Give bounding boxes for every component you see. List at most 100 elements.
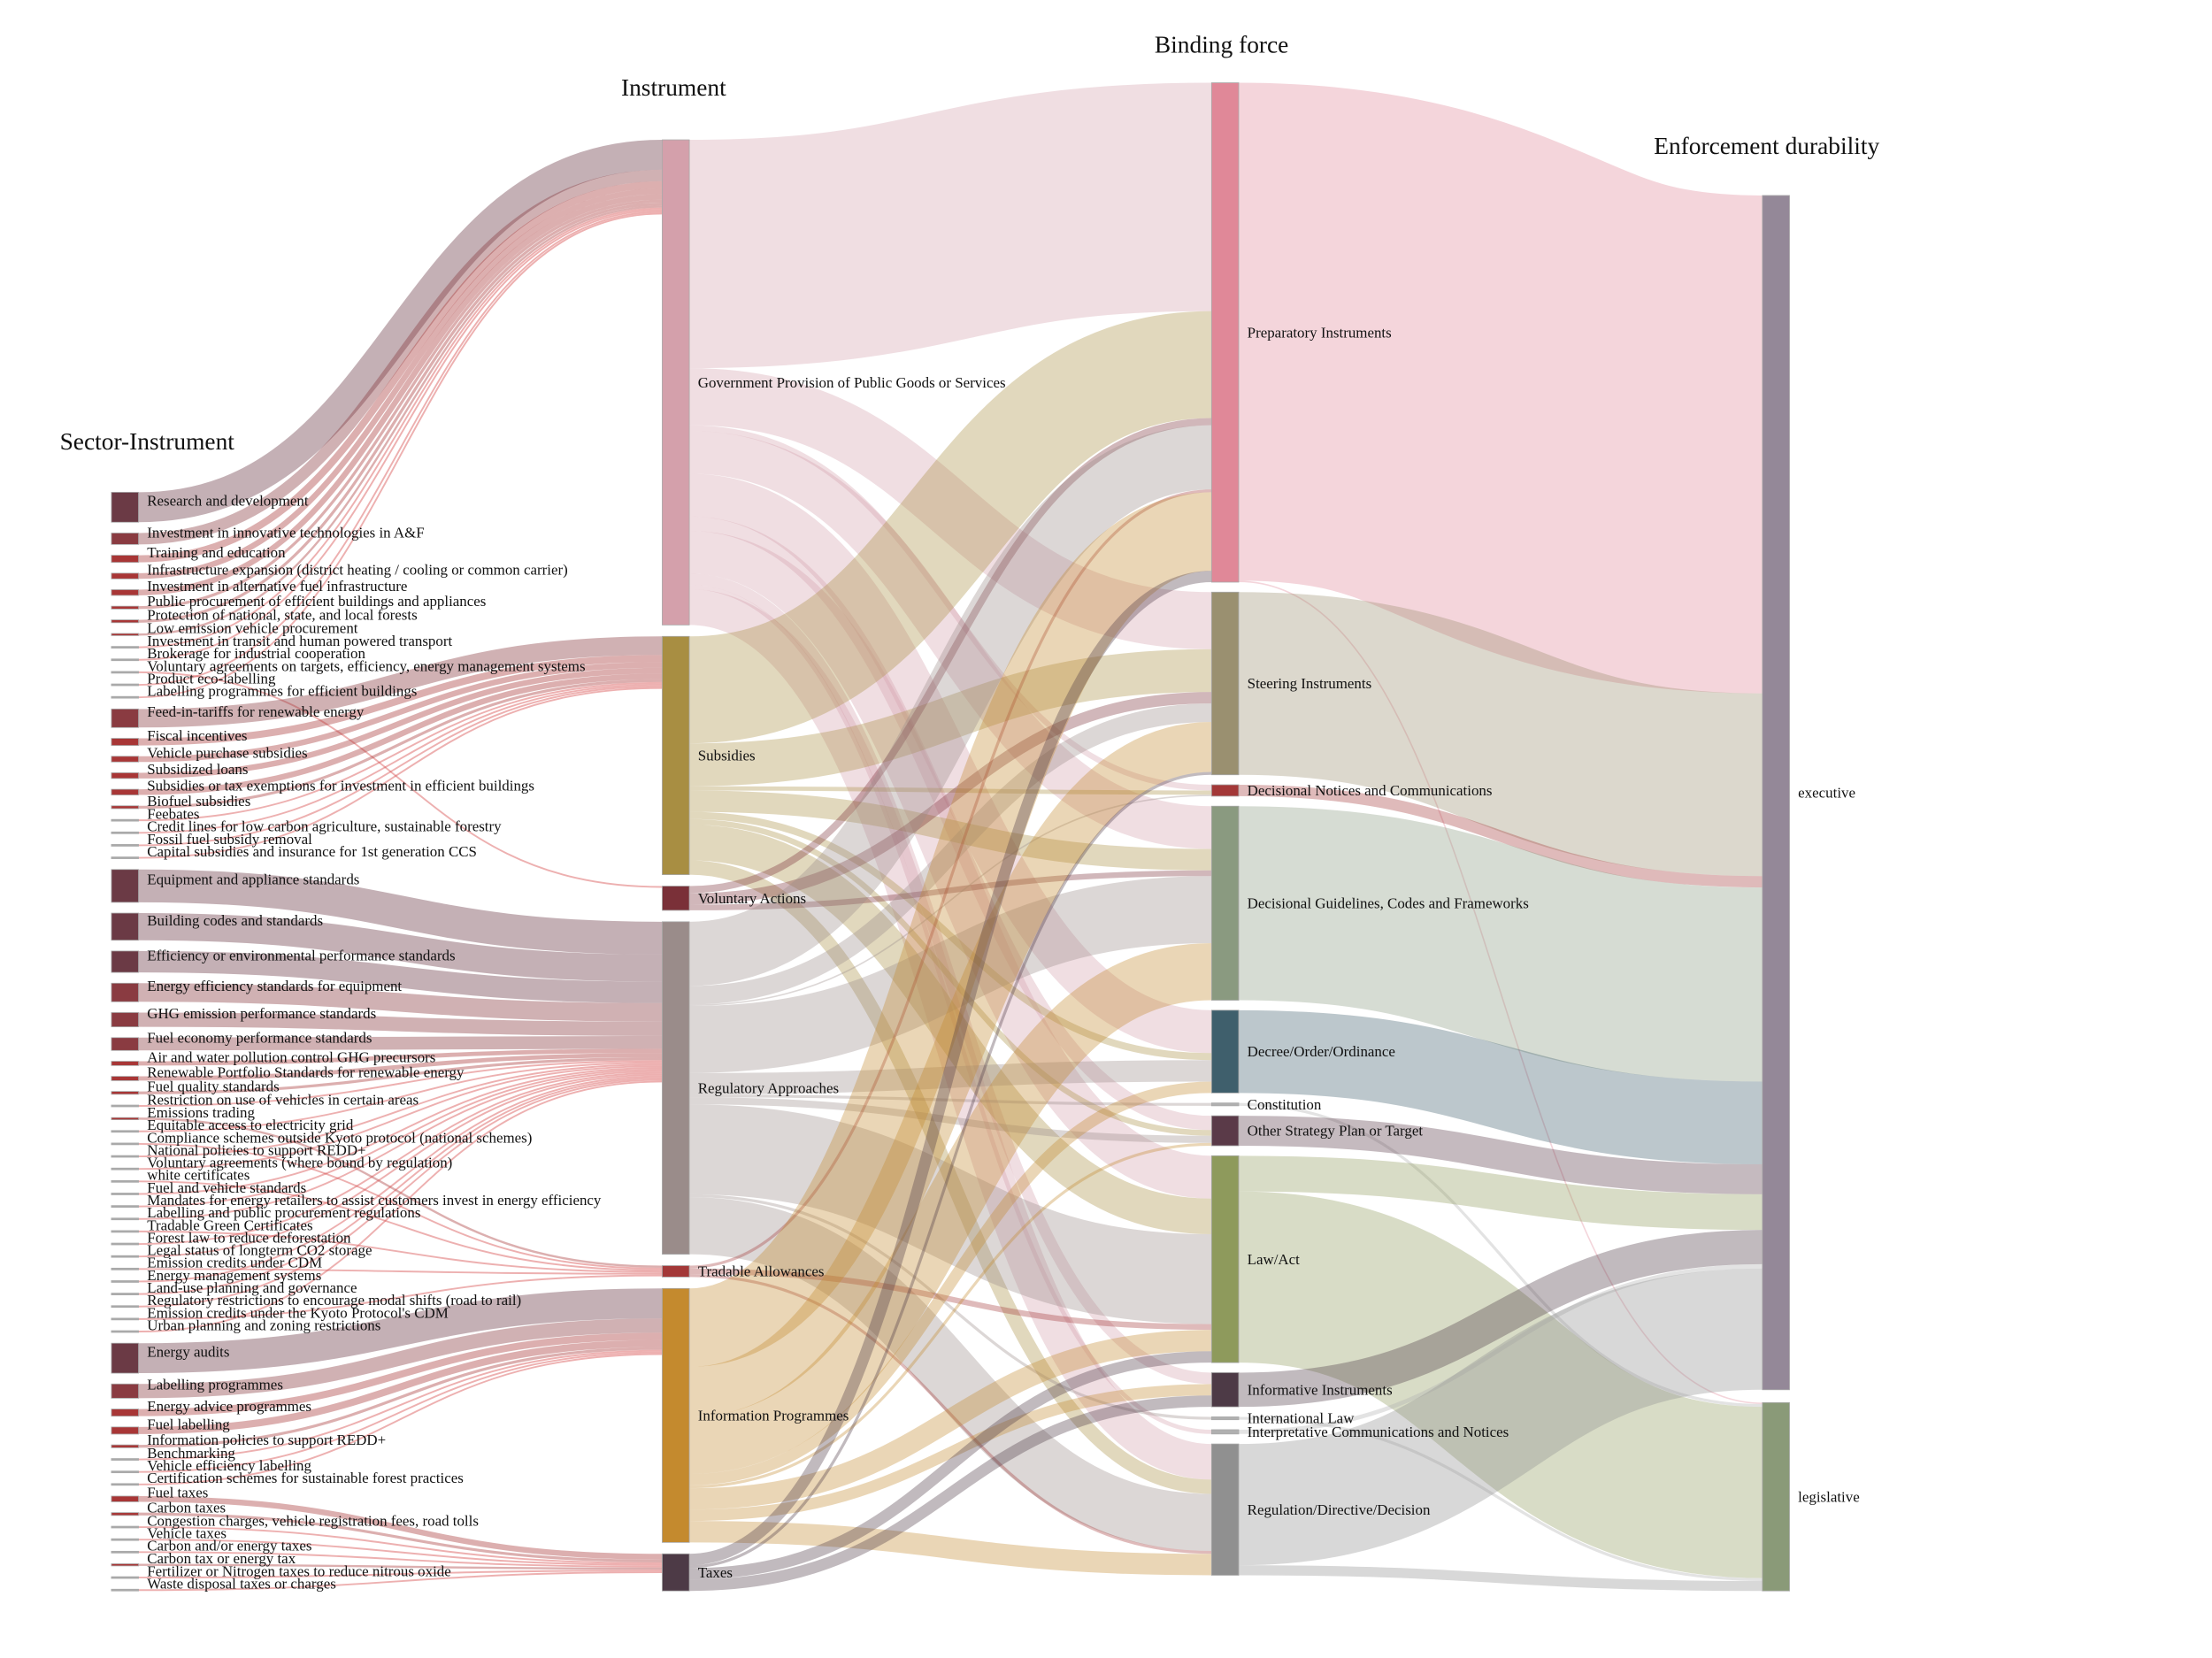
flow-link[interactable] — [138, 1063, 663, 1158]
flow-link[interactable] — [138, 687, 663, 859]
flow-link[interactable] — [689, 825, 1212, 1235]
sankey-node[interactable] — [1762, 195, 1790, 1391]
sankey-node[interactable] — [111, 1193, 139, 1195]
flow-link[interactable] — [138, 655, 663, 746]
flow-link[interactable] — [138, 1180, 663, 1271]
flow-link[interactable] — [138, 673, 663, 795]
flow-link[interactable] — [138, 1012, 663, 1036]
flow-link[interactable] — [689, 368, 1212, 649]
sankey-node[interactable] — [111, 788, 139, 795]
sankey-node[interactable] — [111, 683, 139, 687]
flow-link[interactable] — [1238, 580, 1763, 1404]
flow-link[interactable] — [1235, 82, 1766, 694]
flow-link[interactable] — [689, 771, 1212, 1569]
flow-link[interactable] — [689, 692, 1212, 905]
sankey-node[interactable] — [1210, 82, 1240, 583]
sankey-node[interactable] — [1762, 1401, 1790, 1592]
flow-link[interactable] — [138, 679, 663, 809]
flow-link[interactable] — [138, 1332, 663, 1416]
sankey-node[interactable] — [111, 818, 139, 822]
flow-link[interactable] — [1238, 1268, 1763, 1566]
sankey-node[interactable] — [1210, 1155, 1240, 1363]
sankey-node[interactable] — [111, 1588, 139, 1592]
sankey-node[interactable] — [111, 619, 139, 624]
sankey-node[interactable] — [111, 1037, 139, 1051]
flow-link[interactable] — [688, 431, 1212, 849]
flow-link[interactable] — [138, 913, 663, 982]
sankey-node[interactable] — [111, 695, 139, 699]
flow-link[interactable] — [689, 425, 1212, 791]
sankey-node[interactable] — [111, 555, 139, 564]
sankey-node[interactable] — [111, 1255, 139, 1258]
flow-link[interactable] — [1238, 1565, 1763, 1592]
sankey-node[interactable] — [1210, 1443, 1240, 1576]
sankey-node[interactable] — [111, 646, 139, 649]
flow-link[interactable] — [689, 786, 1212, 795]
flow-link[interactable] — [689, 1268, 1212, 1331]
flow-link[interactable] — [138, 1075, 663, 1283]
flow-link[interactable] — [689, 1194, 1212, 1420]
sankey-node[interactable] — [111, 491, 139, 523]
sankey-node[interactable] — [111, 1130, 139, 1133]
flow-link[interactable] — [138, 636, 663, 728]
flow-link[interactable] — [138, 1571, 663, 1592]
flow-link[interactable] — [689, 1097, 1212, 1143]
sankey-node[interactable] — [111, 772, 139, 779]
flow-link[interactable] — [688, 943, 1213, 1474]
sankey-node[interactable] — [111, 756, 139, 763]
flow-link[interactable] — [689, 876, 1212, 1073]
flow-link[interactable] — [138, 1068, 663, 1208]
flow-link[interactable] — [138, 1117, 663, 1268]
flow-link[interactable] — [138, 1035, 663, 1051]
sankey-node[interactable] — [662, 139, 690, 626]
flow-link[interactable] — [689, 703, 1212, 1005]
flow-link[interactable] — [689, 1081, 1212, 1485]
sankey-node[interactable] — [111, 1512, 139, 1516]
flow-link[interactable] — [138, 1070, 663, 1220]
flow-link[interactable] — [138, 683, 663, 834]
sankey-node[interactable] — [111, 1091, 139, 1095]
sankey-node[interactable] — [111, 1280, 139, 1283]
flow-link[interactable] — [689, 585, 1212, 1434]
flow-link[interactable] — [138, 685, 663, 847]
sankey-node[interactable] — [111, 1495, 139, 1502]
sankey-node[interactable] — [111, 1293, 139, 1295]
sankey-node[interactable] — [111, 1317, 139, 1321]
sankey-node[interactable] — [662, 921, 690, 1255]
sankey-node[interactable] — [111, 1470, 139, 1474]
flow-link[interactable] — [138, 180, 663, 563]
flow-link[interactable] — [1238, 785, 1763, 888]
flow-link[interactable] — [1238, 1116, 1763, 1194]
sankey-node[interactable] — [1210, 1416, 1240, 1421]
sankey-node[interactable] — [1210, 1429, 1240, 1435]
flow-link[interactable] — [138, 1563, 663, 1570]
flow-link[interactable] — [1238, 1155, 1763, 1231]
flow-link[interactable] — [138, 209, 663, 661]
flow-link[interactable] — [138, 983, 663, 1022]
flow-link[interactable] — [138, 1142, 663, 1270]
flow-link[interactable] — [138, 1073, 663, 1258]
flow-link[interactable] — [138, 662, 663, 763]
sankey-node[interactable] — [111, 912, 139, 941]
sankey-node[interactable] — [111, 1342, 139, 1374]
flow-link[interactable] — [138, 1288, 663, 1374]
flow-link[interactable] — [138, 667, 663, 779]
sankey-node[interactable] — [662, 635, 690, 876]
sankey-node[interactable] — [111, 589, 139, 596]
flow-link[interactable] — [138, 194, 663, 595]
flow-link[interactable] — [688, 1197, 1212, 1552]
flow-link[interactable] — [689, 571, 1212, 1566]
flow-link[interactable] — [689, 1142, 1212, 1489]
sankey-node[interactable] — [662, 886, 690, 911]
flow-link[interactable] — [138, 169, 663, 545]
sankey-node[interactable] — [111, 1012, 139, 1027]
flow-link[interactable] — [138, 188, 663, 580]
flow-link[interactable] — [689, 516, 1212, 1131]
flow-link[interactable] — [689, 860, 1212, 1494]
flow-link[interactable] — [689, 1274, 1212, 1554]
flow-link[interactable] — [138, 212, 663, 699]
sankey-node[interactable] — [1210, 784, 1240, 797]
flow-link[interactable] — [138, 1268, 663, 1275]
flow-link[interactable] — [138, 1053, 663, 1081]
flow-link[interactable] — [688, 473, 1212, 1054]
